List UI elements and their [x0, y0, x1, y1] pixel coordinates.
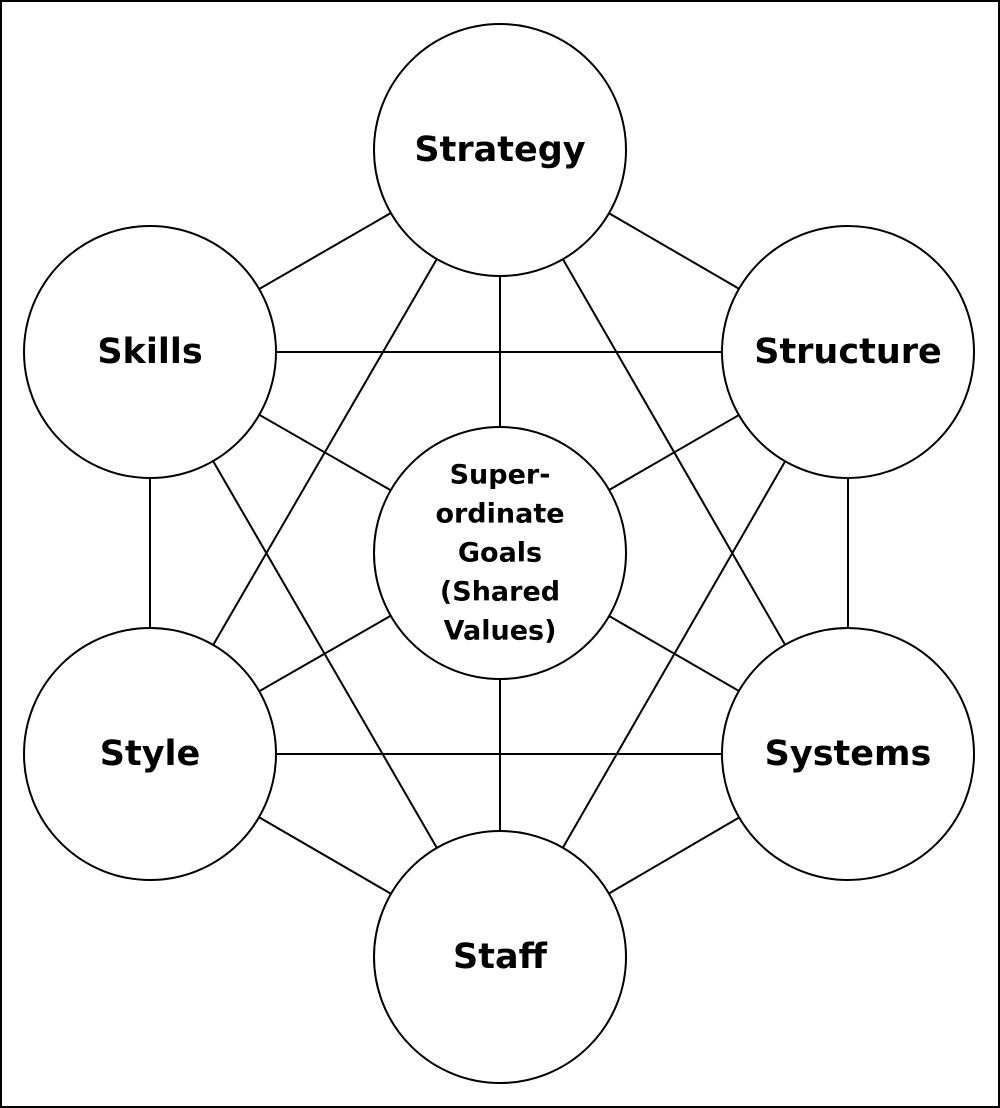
node-circle-shared-values: [373, 426, 627, 680]
node-style: Style: [23, 627, 277, 881]
node-label-skills: Skills: [97, 332, 202, 372]
node-label-shared-values-0: Super-: [450, 460, 551, 491]
node-label-systems: Systems: [765, 734, 932, 774]
node-label-strategy: Strategy: [414, 130, 585, 170]
node-label-shared-values-1: ordinate: [435, 499, 564, 530]
node-structure: Structure: [721, 225, 975, 479]
node-staff: Staff: [373, 830, 627, 1084]
node-label-shared-values-4: Values): [444, 616, 557, 647]
node-circle-systems: [721, 627, 975, 881]
node-circle-staff: [373, 830, 627, 1084]
node-circle-structure: [721, 225, 975, 479]
node-label-staff: Staff: [453, 937, 548, 977]
node-circle-strategy: [373, 23, 627, 277]
node-label-shared-values-2: Goals: [458, 538, 542, 569]
node-circle-style: [23, 627, 277, 881]
node-label-shared-values-3: (Shared: [440, 577, 560, 608]
node-strategy: Strategy: [373, 23, 627, 277]
node-systems: Systems: [721, 627, 975, 881]
node-label-style: Style: [100, 734, 201, 774]
node-label-structure: Structure: [754, 332, 942, 372]
node-circle-skills: [23, 225, 277, 479]
node-skills: Skills: [23, 225, 277, 479]
